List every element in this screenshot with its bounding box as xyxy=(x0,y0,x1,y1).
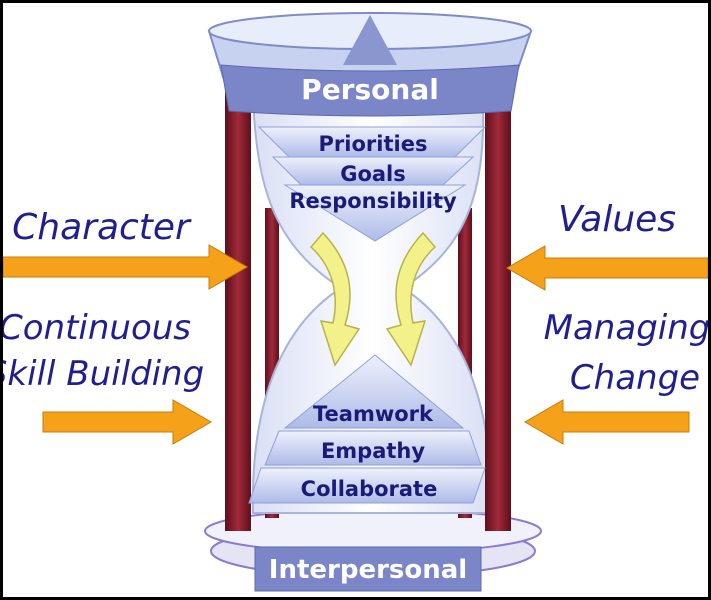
right-input-1-label: Values xyxy=(558,199,676,240)
right-input-2-line-2: Change xyxy=(570,358,700,398)
top-cap xyxy=(207,12,533,117)
right-arrow-lower-icon xyxy=(524,399,690,445)
bottom-layer-2: Empathy xyxy=(321,439,425,463)
left-input-1-label: Character xyxy=(12,207,192,248)
top-layer-3: Responsibility xyxy=(289,189,457,213)
bottom-label: Interpersonal xyxy=(269,555,467,585)
bottom-layer-1: Teamwork xyxy=(313,402,434,426)
top-layers xyxy=(257,126,487,242)
left-input-2-line-1: Continuous xyxy=(3,308,191,348)
flow-arrow-right-icon xyxy=(385,231,437,367)
bottom-layer-3: Collaborate xyxy=(301,477,438,501)
right-arrow-upper-icon xyxy=(506,245,708,291)
diagram-canvas: Personal Priorities Goals Responsibility… xyxy=(3,12,708,592)
flow-arrow-left-icon xyxy=(309,231,361,367)
left-arrow-lower-icon xyxy=(42,399,212,445)
bottom-band xyxy=(254,546,482,592)
bottom-layers xyxy=(248,354,486,504)
top-layer-2: Goals xyxy=(340,162,406,186)
left-arrow-upper-icon xyxy=(3,244,248,290)
post-right xyxy=(485,81,511,531)
post-left xyxy=(225,81,251,531)
right-input-2-line-1: Managing xyxy=(544,308,708,348)
flow-arrows xyxy=(309,231,437,367)
top-label: Personal xyxy=(301,73,439,106)
left-input-2-line-2: Skill Building xyxy=(3,354,204,394)
top-layer-1: Priorities xyxy=(319,132,428,156)
